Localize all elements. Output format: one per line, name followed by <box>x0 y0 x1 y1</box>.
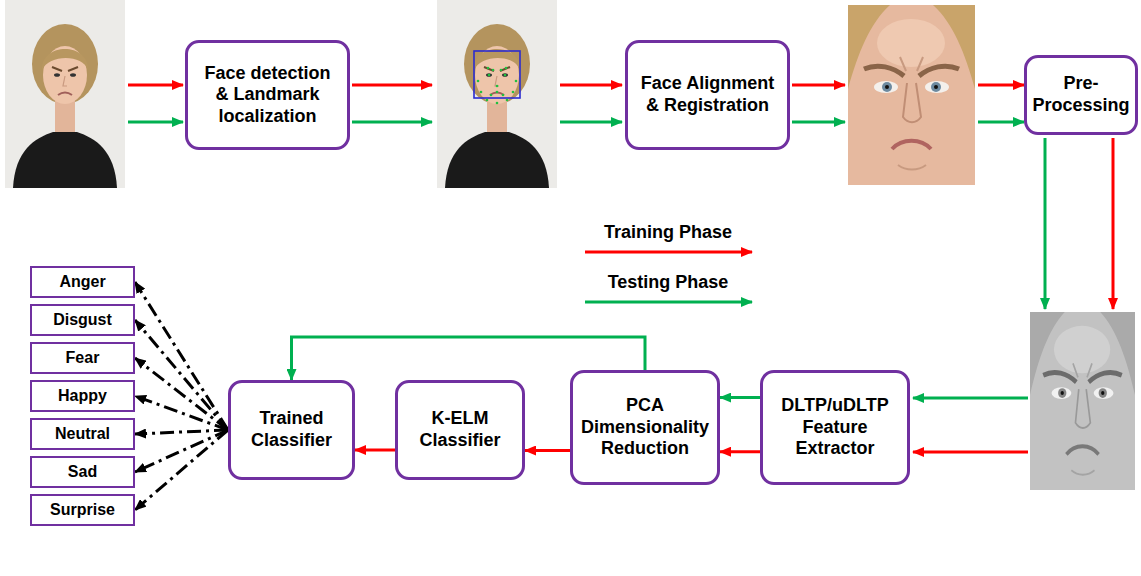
training-arrow <box>560 84 622 87</box>
process-box: Pre- Processing <box>1024 55 1138 135</box>
node-label: K-ELM Classifier <box>405 408 515 451</box>
landmark <box>480 91 483 94</box>
preprocessed-face-photo <box>1030 312 1135 490</box>
input-photo <box>5 0 125 188</box>
classifier-box: Trained Classifier <box>228 380 355 480</box>
legend-label: Testing Phase <box>608 272 729 294</box>
landmark <box>505 67 508 70</box>
flow-arrow <box>720 396 760 399</box>
aligned-face-photo <box>848 5 975 185</box>
testing-arrow <box>352 121 432 124</box>
testing-arrow <box>1044 138 1047 309</box>
node-label: Disgust <box>53 310 112 329</box>
node-label: Surprise <box>50 500 115 519</box>
process-box: Face detection & Landmark localization <box>185 40 350 150</box>
output-arrow <box>135 430 228 472</box>
training-arrow <box>1112 138 1115 309</box>
emotion-label-box: Sad <box>30 456 135 488</box>
node-label: Neutral <box>55 424 110 443</box>
landmark <box>502 94 505 97</box>
landmark <box>492 69 495 72</box>
legend-label: Training Phase <box>604 222 732 244</box>
node-label: Face Alignment & Registration <box>638 73 778 116</box>
landmark <box>506 99 509 102</box>
node-label: PCA Dimensionality Reduction <box>577 395 713 460</box>
emotion-label-box: Disgust <box>30 304 135 336</box>
training-arrow <box>978 84 1024 87</box>
emotion-label-box: Fear <box>30 342 135 374</box>
node-label: Pre- Processing <box>1031 73 1131 116</box>
landmark <box>500 69 503 72</box>
training-arrow <box>352 84 432 87</box>
landmark <box>487 67 490 70</box>
process-box: Face Alignment & Registration <box>625 40 790 150</box>
node-label: Face detection & Landmark localization <box>198 63 338 128</box>
node-label: DLTP/uDLTP Feature Extractor <box>767 395 903 460</box>
landmark <box>504 74 507 77</box>
landmark <box>486 99 489 102</box>
node-label: Anger <box>59 272 105 291</box>
legend-sample <box>585 251 752 254</box>
output-arrow <box>135 358 228 430</box>
emotion-label-box: Anger <box>30 266 135 298</box>
output-arrow <box>135 320 228 430</box>
landmark <box>512 91 515 94</box>
emotion-label-box: Happy <box>30 380 135 412</box>
classifier-box: K-ELM Classifier <box>395 380 525 480</box>
node-label: Happy <box>58 386 107 405</box>
output-arrow <box>135 396 228 430</box>
node-label: Fear <box>66 348 100 367</box>
flow-arrow <box>355 449 395 452</box>
detected-photo <box>437 0 557 188</box>
landmark <box>488 74 491 77</box>
testing-arrow <box>792 121 845 124</box>
landmark <box>496 91 499 94</box>
emotion-label-box: Neutral <box>30 418 135 450</box>
process-box: PCA Dimensionality Reduction <box>570 370 720 485</box>
testing-arrow <box>913 397 1028 400</box>
landmark <box>515 80 518 83</box>
landmark <box>477 80 480 83</box>
testing-arrow <box>128 121 183 124</box>
flow-arrow <box>525 449 570 452</box>
training-arrow <box>913 451 1028 454</box>
output-arrow <box>135 430 228 510</box>
landmark-points <box>477 67 518 105</box>
output-arrow <box>135 282 228 430</box>
testing-arrow <box>560 121 622 124</box>
landmark <box>490 94 493 97</box>
legend-sample <box>585 301 752 304</box>
testing-arrow <box>978 121 1024 124</box>
training-arrow <box>128 84 183 87</box>
node-label: Trained Classifier <box>237 408 347 451</box>
landmark <box>496 85 499 88</box>
emotion-label-box: Surprise <box>30 494 135 526</box>
process-box: DLTP/uDLTP Feature Extractor <box>760 370 910 485</box>
flow-arrow <box>720 450 760 453</box>
training-arrow <box>792 84 845 87</box>
landmark <box>496 102 499 105</box>
output-arrow <box>135 430 228 434</box>
face-bounding-box <box>474 51 520 98</box>
node-label: Sad <box>68 462 97 481</box>
